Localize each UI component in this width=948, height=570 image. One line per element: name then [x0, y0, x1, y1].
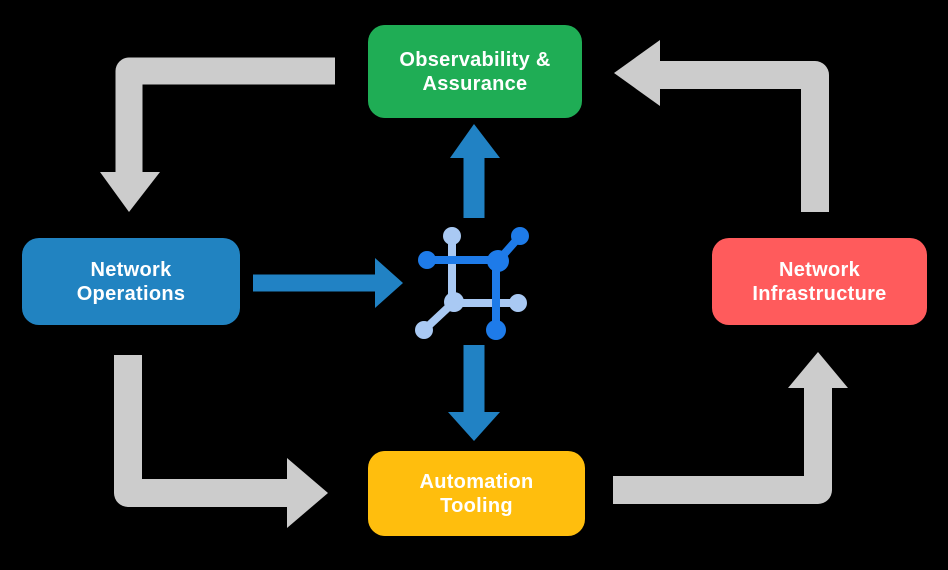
arrow-operations-to-platform: [253, 258, 403, 308]
node-tooling-label: Automation Tooling: [419, 470, 534, 517]
node-network-infrastructure: Network Infrastructure: [712, 238, 927, 325]
node-operations-label: Network Operations: [76, 258, 186, 305]
arrow-operations-to-tooling: [114, 355, 328, 528]
network-mesh-icon: [415, 227, 529, 340]
arrow-observability-to-operations: [100, 57, 335, 212]
arrow-tooling-to-infrastructure: [613, 352, 848, 504]
arrow-platform-to-observability: [450, 124, 500, 218]
arrow-infrastructure-to-observability: [614, 40, 829, 212]
node-observability-label: Observability & Assurance: [399, 48, 551, 95]
node-infrastructure-label: Network Infrastructure: [752, 258, 887, 305]
node-observability-assurance: Observability & Assurance: [368, 25, 582, 118]
node-automation-tooling: Automation Tooling: [368, 451, 585, 536]
arrow-platform-to-tooling: [448, 345, 500, 441]
node-network-operations: Network Operations: [22, 238, 240, 325]
